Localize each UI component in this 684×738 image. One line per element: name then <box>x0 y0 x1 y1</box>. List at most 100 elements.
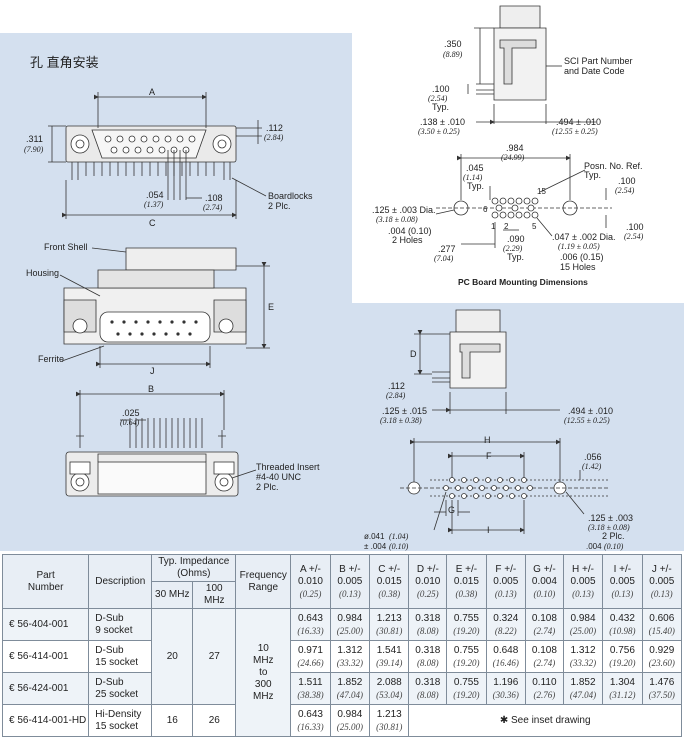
dim-cell: 0.755(19.20) <box>446 672 487 705</box>
pin-1-label: 1 <box>491 222 496 231</box>
dim-cell: 0.984(25.00) <box>562 608 604 641</box>
pcb-footprint <box>435 154 612 248</box>
rear-view <box>65 390 257 497</box>
dim-cell: 0.432(10.98) <box>602 608 643 641</box>
dim-E-label: E <box>268 302 274 312</box>
dim-I-label: I <box>487 525 490 535</box>
sci-note-1: SCI Part Number <box>564 56 633 66</box>
dim-cell: 1.304(31.12) <box>602 672 643 705</box>
dim-056-mm: (1.42) <box>582 462 602 471</box>
dim-cell: 1.312(33.32) <box>562 640 604 673</box>
dim-006: .006 (0.15) <box>560 252 604 262</box>
dim-004: .004 (0.10) <box>388 226 432 236</box>
dim-cell: 0.755(19.20) <box>446 640 487 673</box>
dim-108: .108 <box>205 193 223 203</box>
col-dim-A: A +/-0.010(0.25) <box>290 554 331 609</box>
dim-494: .494 ± .010 <box>556 117 601 127</box>
dim-cell: 0.318(8.08) <box>408 672 448 705</box>
dim-047: .047 ± .002 Dia. <box>552 232 615 242</box>
dim-056: .056 <box>584 452 602 462</box>
dim-090-mm: (2.29) <box>503 244 523 253</box>
dim-C-label: C <box>149 218 156 228</box>
spec-table: Part Number Description Typ. Impedance (… <box>1 554 683 737</box>
dim-494b: .494 ± .010 <box>568 406 613 416</box>
dim-138-mm: (3.50 ± 0.25) <box>418 127 460 136</box>
frequency-cell: 10 MHz to 300 MHz <box>235 608 292 737</box>
description-cell: D-Sub 15 socket <box>88 640 153 673</box>
description-cell: Hi-Density 15 socket <box>88 704 153 737</box>
dim-cell: 0.643(16.33) <box>290 608 331 641</box>
dim-054-mm: (1.37) <box>144 200 164 209</box>
dim-cell: 0.929(23.60) <box>641 640 683 673</box>
dim-311-mm: (7.90) <box>24 145 44 154</box>
col-dim-C: C +/-0.015(0.38) <box>369 554 410 609</box>
dim-112b-mm: (2.84) <box>386 391 406 400</box>
dim-004b-mm: (0.10) <box>604 542 624 551</box>
dim-125-dia: .125 ± .003 Dia. <box>372 205 435 215</box>
pin-15-label: 15 <box>537 187 546 196</box>
description-cell: D-Sub 9 socket <box>88 608 153 641</box>
col-dim-D: D +/-0.010(0.25) <box>408 554 448 609</box>
fifteen-holes: 15 Holes <box>560 262 596 272</box>
posn-ref-1: Posn. No. Ref. <box>584 161 643 171</box>
dim-025-mm: (0.64) <box>120 418 140 427</box>
dim-125-003-plcs: 2 Plc. <box>602 531 625 541</box>
dim-054: .054 <box>146 190 164 200</box>
typ-a: Typ. <box>432 102 449 112</box>
dim-cell: 0.756(19.20) <box>602 640 643 673</box>
boardlocks-label: Boardlocks <box>268 191 313 201</box>
dim-277: .277 <box>438 244 456 254</box>
dim-494b-mm: (12.55 ± 0.25) <box>564 416 610 425</box>
boardlocks-plcs: 2 Plc. <box>268 201 291 211</box>
thread-plcs: 2 Plc. <box>256 482 279 492</box>
dim-350-mm: (8.89) <box>443 50 463 59</box>
dim-984: .984 <box>506 143 524 153</box>
sci-note-2: and Date Code <box>564 66 625 76</box>
col-dim-I: I +/-0.005(0.13) <box>602 554 643 609</box>
description-cell: D-Sub 25 socket <box>88 672 153 705</box>
dim-100a: .100 <box>432 84 450 94</box>
front-shell-label: Front Shell <box>44 242 88 252</box>
dim-cell: 0.984(25.00) <box>329 608 371 641</box>
impedance-100-cell: 26 <box>192 704 237 737</box>
dim-J-label: J <box>150 366 155 376</box>
part-number-cell: € 56-424-001 <box>1 672 90 705</box>
col-dim-G: G +/-0.004(0.10) <box>524 554 564 609</box>
dim-cell: 0.971(24.66) <box>290 640 331 673</box>
dim-125-003: .125 ± .003 <box>588 513 633 523</box>
typ-090: Typ. <box>507 252 524 262</box>
dim-112: .112 <box>266 123 283 133</box>
pc-board-caption: PC Board Mounting Dimensions <box>458 277 588 287</box>
dim-cell: 1.213(30.81) <box>369 704 410 737</box>
dim-311: .311 <box>26 134 43 144</box>
dim-A-label: A <box>149 87 155 97</box>
dim-984-mm: (24.99) <box>501 153 525 162</box>
dim-D-label: D <box>410 349 417 359</box>
dim-G-label: G <box>448 505 455 515</box>
front-view <box>48 92 267 219</box>
dim-277-mm: (7.04) <box>434 254 454 263</box>
dim-cell: 1.511(38.38) <box>290 672 331 705</box>
dim-125-015: .125 ± .015 <box>382 406 427 416</box>
part-number-cell: € 56-414-001-HD <box>1 704 90 737</box>
hd-footprint <box>400 438 610 534</box>
side-view <box>467 5 596 125</box>
dim-H-label: H <box>484 435 491 445</box>
dim-112b: .112 <box>388 381 405 391</box>
dim-cell: 1.312(33.32) <box>329 640 371 673</box>
col-imp-100: 100 MHz <box>192 581 237 609</box>
dim-045-mm: (1.14) <box>463 173 483 182</box>
impedance-100-cell: 27 <box>192 608 237 705</box>
dim-cell: 1.196(30.36) <box>485 672 526 705</box>
dim-cell: 0.755(19.20) <box>446 608 487 641</box>
dim-cell: 0.648(16.46) <box>485 640 526 673</box>
impedance-30-cell: 20 <box>151 608 194 705</box>
dim-100a-mm: (2.54) <box>428 94 448 103</box>
dim-cell: 1.541(39.14) <box>369 640 410 673</box>
dim-cell: 0.108(2.74) <box>524 608 564 641</box>
inset-drawing-panel <box>352 303 684 551</box>
